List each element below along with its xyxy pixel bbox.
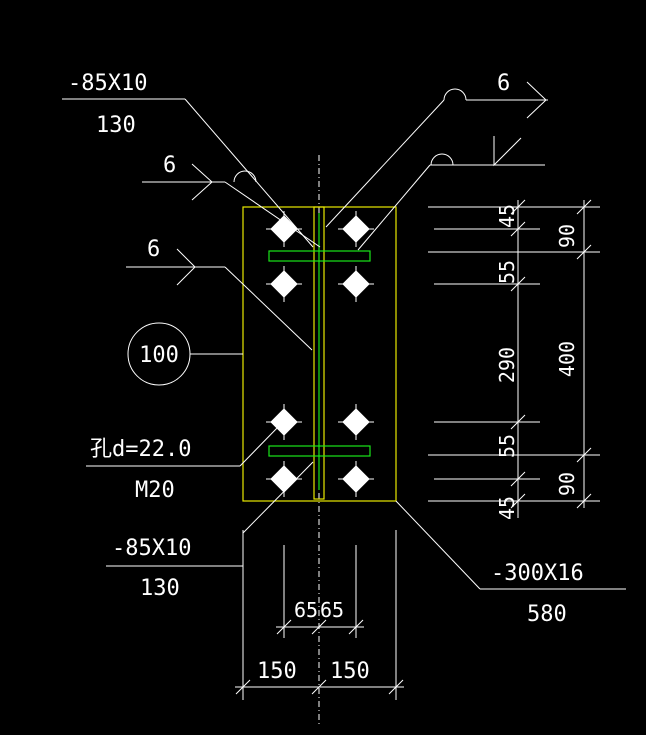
bolt-group <box>266 211 374 497</box>
bolt-6 <box>338 404 374 440</box>
label-hole: 孔d=22.0 <box>90 437 191 462</box>
dim-right-inner-5: 45 <box>495 496 519 520</box>
dim-bottom-outer-2: 150 <box>330 659 370 684</box>
bottom-dimension-lines <box>235 530 404 700</box>
weld-symbol-left-upper <box>142 163 321 248</box>
bolt-5 <box>266 404 302 440</box>
bolt-8 <box>338 461 374 497</box>
label-plate-bottom-left: -85X10 <box>112 536 191 561</box>
label-plate-main: -300X16 <box>491 561 584 586</box>
leader-hole <box>86 424 281 467</box>
dim-right-inner-4: 55 <box>495 434 519 458</box>
weld-symbol-left-mid <box>126 248 313 351</box>
right-dimension-lines <box>428 199 600 518</box>
dim-right-inner-2: 55 <box>495 260 519 284</box>
web-strip <box>313 206 325 500</box>
dim-bottom-inner-1: 65 <box>294 598 318 622</box>
bolt-2 <box>338 211 374 247</box>
dim-right-inner-1: 45 <box>495 204 519 228</box>
bolt-3 <box>266 266 302 302</box>
weld-label-left-mid: 6 <box>147 237 160 262</box>
label-plate-top-left: -85X10 <box>68 71 147 96</box>
label-plate-top-left-len: 130 <box>96 113 136 138</box>
weld-label-top-right: 6 <box>497 71 510 96</box>
bolt-1 <box>266 211 302 247</box>
circle-label: 100 <box>139 343 179 368</box>
circle-callout <box>127 322 243 386</box>
label-bolt: M20 <box>135 478 175 503</box>
top-flange <box>268 250 371 262</box>
weld-symbol-top-right <box>325 81 548 251</box>
dim-bottom-outer-1: 150 <box>257 659 297 684</box>
leader-main-plate <box>395 500 626 590</box>
dim-right-outer-3: 90 <box>555 472 579 496</box>
bolt-4 <box>338 266 374 302</box>
dim-right-outer-1: 90 <box>555 224 579 248</box>
dim-bottom-inner-2: 65 <box>320 598 344 622</box>
dim-right-outer-2: 400 <box>555 341 579 377</box>
label-plate-bottom-left-len: 130 <box>140 576 180 601</box>
weld-label-left-upper: 6 <box>163 153 176 178</box>
bottom-flange <box>268 445 371 457</box>
label-plate-main-len: 580 <box>527 602 567 627</box>
dim-right-inner-3: 290 <box>495 347 519 383</box>
leader-top-left <box>62 98 314 248</box>
